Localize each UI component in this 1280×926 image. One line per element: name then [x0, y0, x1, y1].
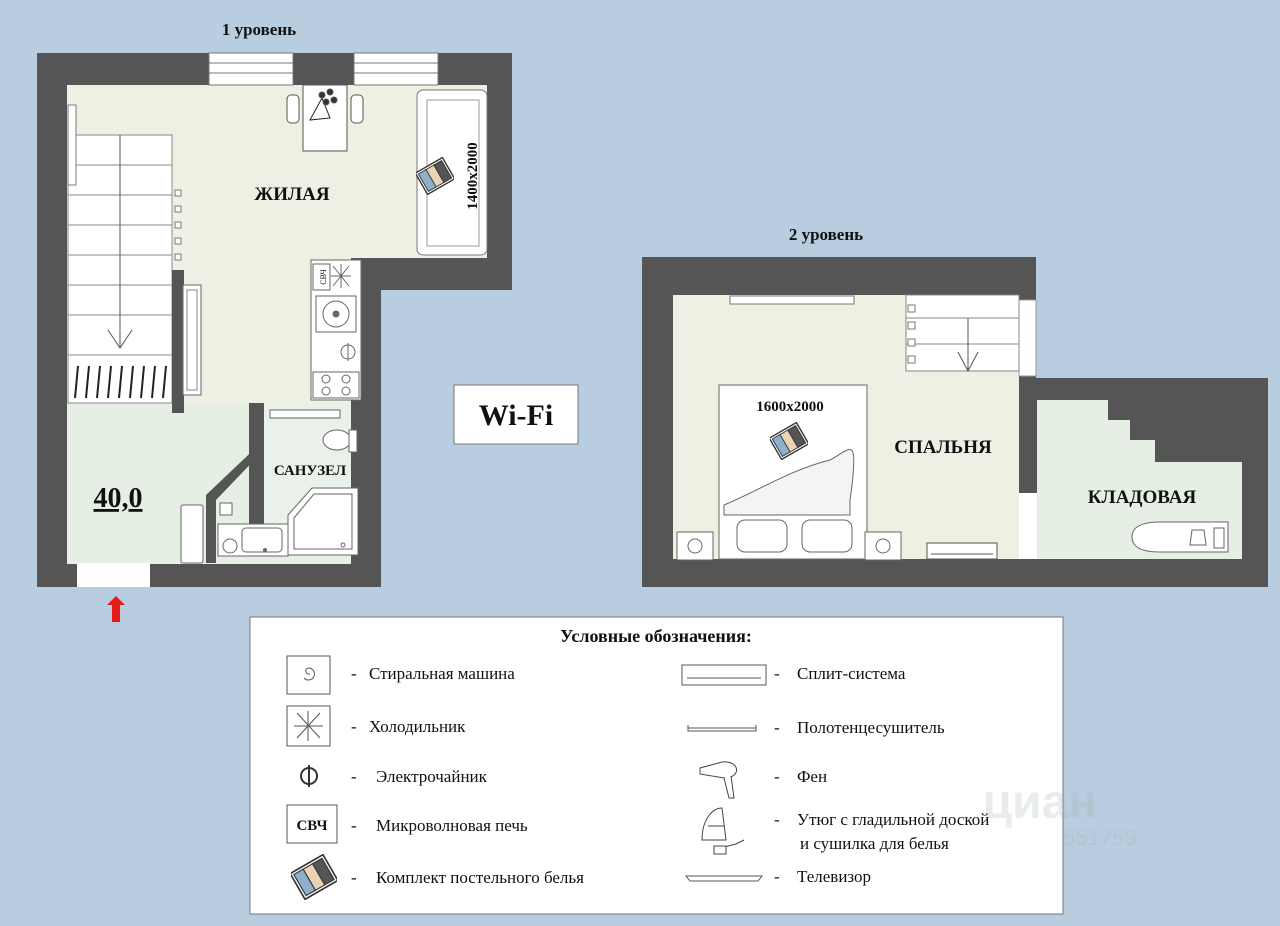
room-label-bathroom: САНУЗЕЛ	[274, 463, 346, 479]
legend-box	[249, 616, 1064, 915]
tv-screen	[186, 289, 198, 391]
dining-table	[286, 84, 364, 152]
microwave-icon-text: СВЧ	[296, 818, 327, 834]
entrance-door	[77, 563, 150, 587]
watermark-brand: циан	[983, 776, 1098, 829]
legend-label-hairdryer: Фен	[797, 767, 827, 786]
legend-dash: -	[351, 717, 357, 736]
ironing-board	[1131, 521, 1229, 553]
bed-size-label: 1600x2000	[756, 399, 824, 415]
legend-dash: -	[351, 868, 357, 887]
bathroom-fixtures	[180, 409, 359, 564]
split-system-icon	[681, 664, 767, 686]
hairdryer-icon	[699, 761, 737, 799]
level2-title: 2 уровень	[789, 225, 863, 244]
legend-dash: -	[774, 767, 780, 786]
stair-railing	[174, 189, 182, 261]
legend-label-split-system: Сплит-система	[797, 664, 906, 683]
fridge-icon	[286, 705, 331, 747]
towel-dryer-icon	[687, 725, 757, 732]
watermark: циан 551759	[983, 776, 1137, 850]
legend-dash: -	[351, 767, 357, 786]
legend-label-iron-2: и сушилка для белья	[800, 834, 949, 853]
towel-dryer	[729, 295, 855, 305]
washing-machine-icon	[286, 655, 331, 695]
window	[353, 52, 439, 86]
bed	[676, 384, 902, 561]
window	[1018, 299, 1037, 377]
room-label-living: ЖИЛАЯ	[254, 184, 329, 205]
legend-title: Условные обозначения:	[560, 626, 752, 646]
room-label-bedroom: СПАЛЬНЯ	[894, 437, 992, 458]
watermark-id: 551759	[1063, 825, 1136, 850]
bathroom-wall	[206, 440, 264, 563]
sofa-size-label: 1400x2000	[465, 142, 481, 210]
towel-dryer	[67, 104, 77, 186]
legend-dash: -	[774, 664, 780, 683]
staircase	[67, 134, 173, 404]
window	[208, 52, 294, 86]
legend-dash: -	[351, 664, 357, 683]
legend-label-tv: Телевизор	[797, 867, 871, 886]
legend-dash: -	[774, 867, 780, 886]
stair-balusters	[74, 365, 167, 399]
legend-label-washing-machine: Стиральная машина	[369, 664, 515, 683]
entrance-arrow-icon	[107, 596, 125, 622]
split-system	[926, 542, 998, 560]
tv-icon	[684, 875, 764, 882]
legend-label-microwave: Микроволновая печь	[376, 816, 528, 835]
legend-dash: -	[774, 718, 780, 737]
stair-railing	[907, 304, 916, 364]
staircase	[905, 294, 1020, 373]
legend-dash: -	[351, 816, 357, 835]
legend-dash: -	[774, 810, 780, 829]
legend-label-towel-dryer: Полотенцесушитель	[797, 718, 945, 737]
microwave-icon: СВЧ	[286, 804, 338, 844]
partition-wall	[172, 270, 184, 413]
level1-title: 1 уровень	[222, 20, 296, 39]
wifi-label: Wi-Fi	[479, 399, 553, 432]
kitchen-unit	[310, 259, 362, 401]
area-label: 40,0	[94, 483, 143, 514]
iron-icon	[701, 807, 745, 855]
legend-label-iron-1: Утюг с гладильной доской	[797, 810, 989, 829]
legend-label-fridge: Холодильник	[369, 717, 466, 736]
kettle-icon	[300, 765, 318, 787]
legend-label-kettle: Электрочайник	[376, 767, 488, 786]
microwave-label: СВЧ	[319, 269, 328, 284]
wifi-box	[453, 384, 579, 445]
legend-label-bedding: Комплект постельного белья	[376, 868, 584, 887]
room-label-storage: КЛАДОВАЯ	[1088, 487, 1197, 508]
